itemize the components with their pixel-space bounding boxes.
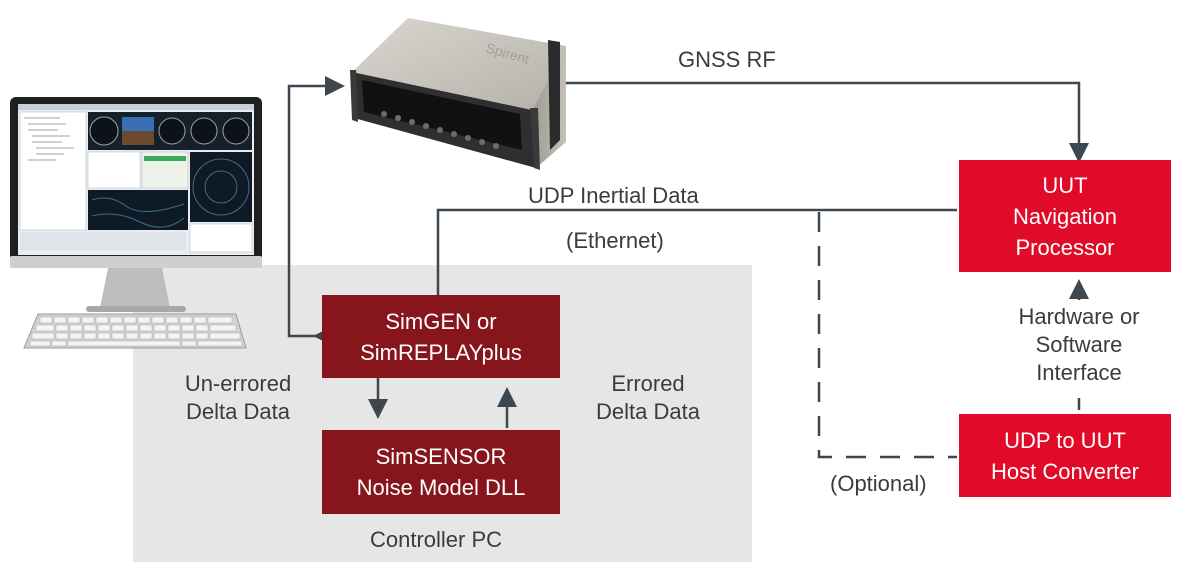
- optional-label: (Optional): [830, 471, 927, 496]
- simsensor-line2: Noise Model DLL: [356, 475, 526, 500]
- gnss-rf-line: [566, 81, 1089, 163]
- uut-line1: UUT: [1042, 172, 1088, 198]
- keyboard-icon: [23, 313, 247, 349]
- udp-inertial-label: UDP Inertial Data: [528, 183, 699, 208]
- uut-navigation-box: UUT Navigation Processor: [959, 160, 1171, 272]
- converter-line1: UDP to UUT: [1004, 427, 1126, 453]
- errored-line2: Delta Data: [596, 399, 700, 424]
- ethernet-label: (Ethernet): [566, 228, 664, 253]
- simsensor-box: SimSENSOR Noise Model DLL: [322, 430, 560, 514]
- gnss-rf-label: GNSS RF: [678, 47, 776, 72]
- interface-line3: Interface: [1036, 360, 1122, 385]
- errored-label: Errored Delta Data: [578, 370, 718, 426]
- simulator-hardware-icon: Spirent: [350, 18, 566, 170]
- unerrored-line1: Un-errored: [184, 371, 292, 396]
- interface-line2: Software: [1035, 332, 1123, 357]
- simgen-line1: SimGEN or: [385, 308, 497, 334]
- unerrored-label: Un-errored Delta Data: [168, 370, 308, 426]
- converter-line2: Host Converter: [991, 458, 1139, 484]
- simsensor-line1: SimSENSOR: [375, 444, 507, 469]
- interface-label: Hardware or Software Interface: [998, 303, 1160, 387]
- unerrored-line2: Delta Data: [186, 399, 290, 424]
- interface-line1: Hardware or: [1018, 304, 1140, 329]
- udp-converter-box: UDP to UUT Host Converter: [959, 414, 1171, 497]
- errored-line1: Errored: [611, 371, 685, 396]
- controller-pc-label: Controller PC: [370, 527, 503, 552]
- monitor-icon: [10, 97, 262, 312]
- simgen-box: SimGEN or SimREPLAYplus: [322, 295, 560, 378]
- udp-inertial-line: [436, 208, 957, 297]
- hardware-simgen-line: [287, 76, 345, 346]
- optional-dashed-line: [817, 212, 957, 459]
- uut-line3: Processor: [1015, 234, 1115, 260]
- uut-line2: Navigation: [1013, 203, 1117, 229]
- simgen-line2: SimREPLAYplus: [360, 339, 522, 365]
